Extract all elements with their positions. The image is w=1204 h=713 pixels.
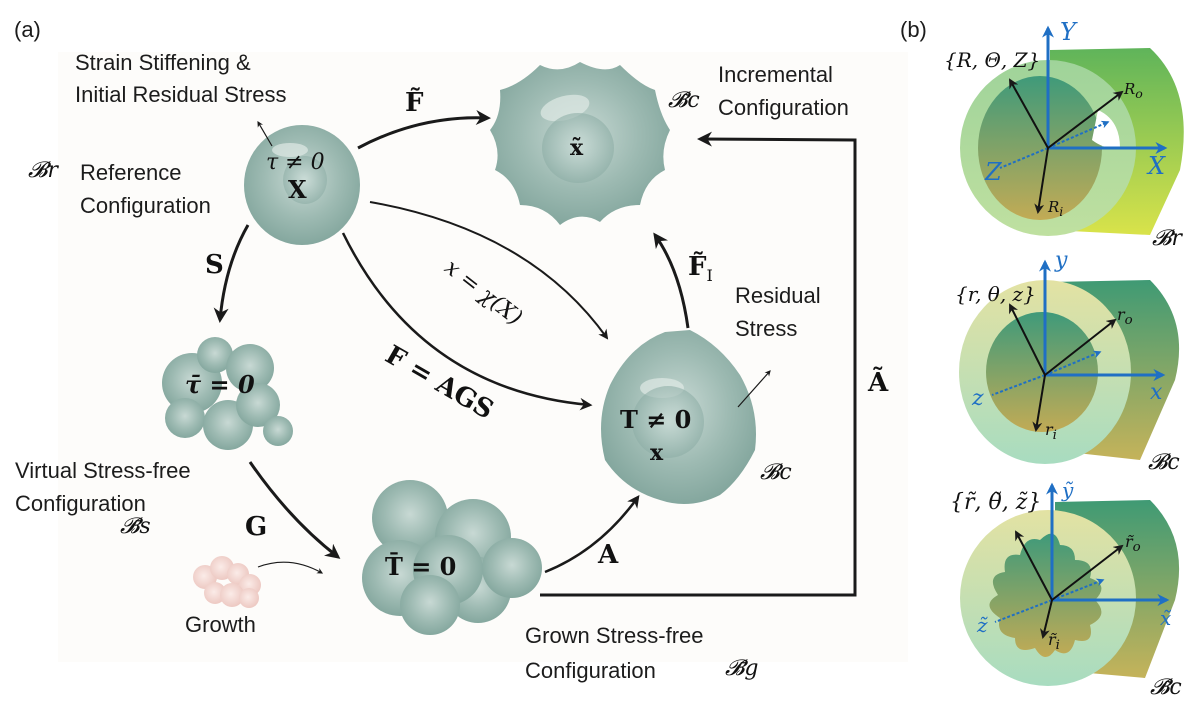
axis-label-x-incremental: x̃ — [1160, 606, 1172, 630]
virtual-cell-text: τ̄ = 0 — [185, 370, 255, 399]
arrow-label-s: S — [205, 250, 224, 280]
cylinder-current — [959, 280, 1180, 464]
incremental-label-line2: Configuration — [718, 95, 849, 120]
virtual-label-line1: Virtual Stress-free — [15, 458, 191, 483]
coords-incremental: {r̃, θ̃, z̃} — [950, 490, 1042, 515]
axes-incremental — [994, 482, 1170, 639]
cylinder-incremental — [960, 500, 1180, 686]
grown-cell-cluster — [362, 480, 542, 635]
radius-outer-reference: Ro — [1124, 80, 1143, 101]
current-cell-text: T ≠ 0 — [620, 405, 692, 434]
axis-label-z-current: z — [972, 386, 984, 411]
incremental-cell-var: x̃ — [570, 135, 584, 161]
grown-symbol: 𝓑̄g — [725, 656, 759, 681]
incremental-label-line1: Incremental — [718, 62, 833, 87]
reference-symbol: 𝓑r — [28, 158, 58, 183]
axis-label-y-incremental: ỹ — [1062, 478, 1074, 502]
arrow-a — [544, 494, 640, 574]
grown-cell-text: T̄ = 0 — [385, 552, 457, 581]
coords-current: {r, θ, z} — [955, 282, 1036, 306]
coords-reference: {R, Θ, Z} — [944, 48, 1041, 72]
reference-cell-text: τ ≠ 0 — [266, 150, 325, 175]
axis-label-y-current: y — [1055, 248, 1068, 273]
config-current: 𝓑c — [1148, 450, 1180, 475]
reference-cell-var: X — [288, 175, 307, 204]
pointer-residual — [737, 370, 771, 408]
reference-label-line2: Configuration — [80, 193, 211, 218]
virtual-label-line2: Configuration — [15, 491, 146, 516]
grown-label-line2: Configuration — [525, 658, 656, 683]
arrow-label-a-tilde: Ã — [868, 368, 889, 398]
current-cell — [601, 330, 756, 504]
config-incremental: 𝓑̃c — [1150, 675, 1182, 700]
axis-label-x-current: x — [1150, 380, 1163, 405]
arrow-f-ags — [341, 232, 593, 411]
radius-inner-reference: Ri — [1048, 198, 1064, 219]
radius-outer-incremental: r̃o — [1125, 532, 1141, 556]
arrow-label-a: A — [598, 540, 619, 570]
axis-label-z-reference: Z — [985, 158, 1002, 186]
residual-label-line1: Residual — [735, 283, 821, 308]
arrow-s — [213, 224, 250, 323]
arrow-g — [248, 461, 341, 559]
residual-label-line2: Stress — [735, 316, 798, 341]
axis-label-x-reference: X — [1148, 152, 1166, 180]
strain-label-line1: Strain Stiffening & — [75, 50, 251, 75]
arrow-growth — [257, 561, 324, 574]
strain-label-line2: Initial Residual Stress — [75, 82, 287, 107]
incremental-cell — [490, 62, 670, 225]
axis-label-y-reference: Y — [1060, 18, 1076, 46]
arrow-mapping — [369, 201, 609, 340]
axes-reference — [999, 25, 1168, 214]
arrow-f-i — [653, 232, 690, 329]
panel-a-label: (a) — [14, 17, 41, 42]
arrow-f-tilde — [357, 109, 491, 150]
radius-inner-incremental: r̃i — [1048, 630, 1060, 654]
incremental-symbol: 𝓑̃c — [668, 88, 700, 113]
current-symbol: 𝓑c — [760, 460, 792, 485]
current-cell-var: x — [650, 440, 664, 466]
axis-label-z-incremental: z̃ — [977, 613, 988, 637]
panel-b-label: (b) — [900, 17, 927, 42]
radius-outer-current: ro — [1117, 305, 1133, 329]
growth-label: Growth — [185, 612, 256, 637]
grown-label-line1: Grown Stress-free — [525, 623, 704, 648]
config-reference: 𝓑r — [1152, 226, 1182, 251]
virtual-symbol: 𝓑̄s — [120, 514, 151, 539]
arrow-label-g: G — [245, 512, 268, 542]
arrow-label-f-i: F̃I — [688, 252, 713, 286]
reference-cell — [244, 125, 360, 245]
arrow-a-tilde — [540, 131, 857, 597]
cylinder-reference — [960, 48, 1184, 236]
arrow-label-f-tilde: F̃ — [405, 88, 424, 118]
axes-current — [991, 259, 1166, 432]
virtual-cell-cluster — [162, 337, 293, 450]
reference-label-line1: Reference — [80, 160, 182, 185]
pointer-strain — [257, 120, 273, 147]
radius-inner-current: ri — [1045, 420, 1057, 444]
growth-cluster — [193, 556, 261, 608]
